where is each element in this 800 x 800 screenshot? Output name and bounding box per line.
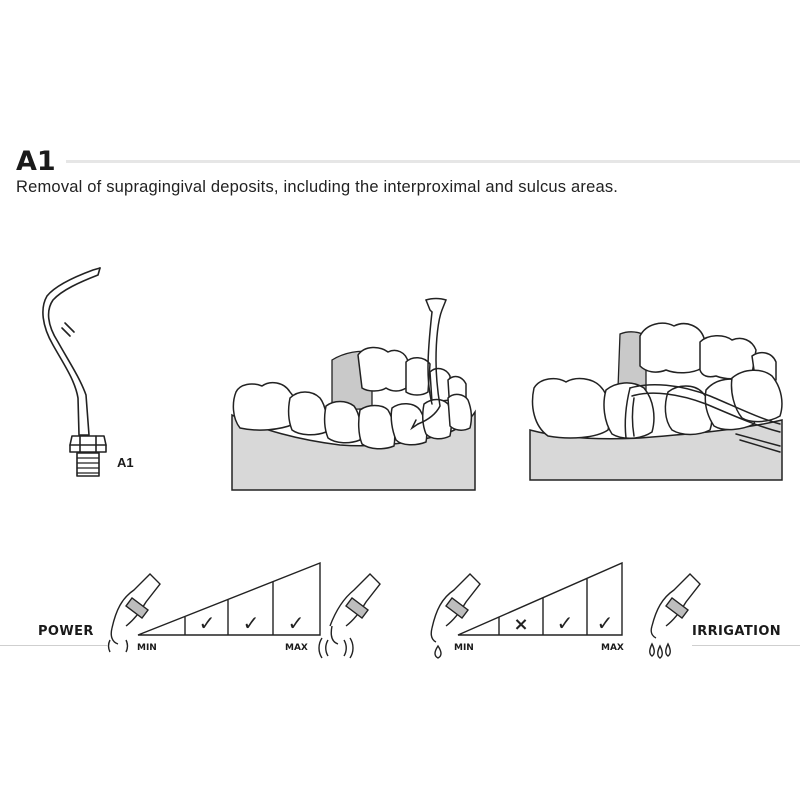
irrigation-setting-2: × (513, 614, 528, 635)
irrigation-min-label: MIN (454, 643, 474, 653)
irrigation-scale-graphic (430, 561, 701, 659)
interproximal-cleaning-illustration (231, 297, 476, 491)
power-setting-2: ✓ (199, 611, 216, 635)
irrigation-scale-marks: × ✓ ✓ (513, 611, 613, 635)
tip-code-title: A1 (16, 146, 56, 177)
a1-tip-illustration (42, 267, 107, 477)
title-divider (66, 160, 800, 163)
tip-description: Removal of supragingival deposits, inclu… (16, 178, 619, 196)
power-label: POWER (38, 624, 94, 639)
power-min-label: MIN (137, 643, 157, 653)
power-setting-4: ✓ (288, 611, 305, 635)
irrigation-label: IRRIGATION (692, 624, 782, 639)
irrigation-max-label: MAX (601, 643, 624, 653)
power-max-label: MAX (285, 643, 308, 653)
power-scale-marks: ✓ ✓ ✓ (199, 611, 305, 635)
tip-illustration-label: A1 (117, 455, 134, 470)
sulcus-cleaning-illustration (529, 322, 783, 481)
irrigation-setting-3: ✓ (557, 611, 574, 635)
power-scale-graphic (107, 561, 381, 659)
power-divider (0, 645, 108, 646)
irrigation-setting-4: ✓ (597, 611, 614, 635)
power-setting-3: ✓ (243, 611, 260, 635)
irrigation-divider (692, 645, 800, 646)
